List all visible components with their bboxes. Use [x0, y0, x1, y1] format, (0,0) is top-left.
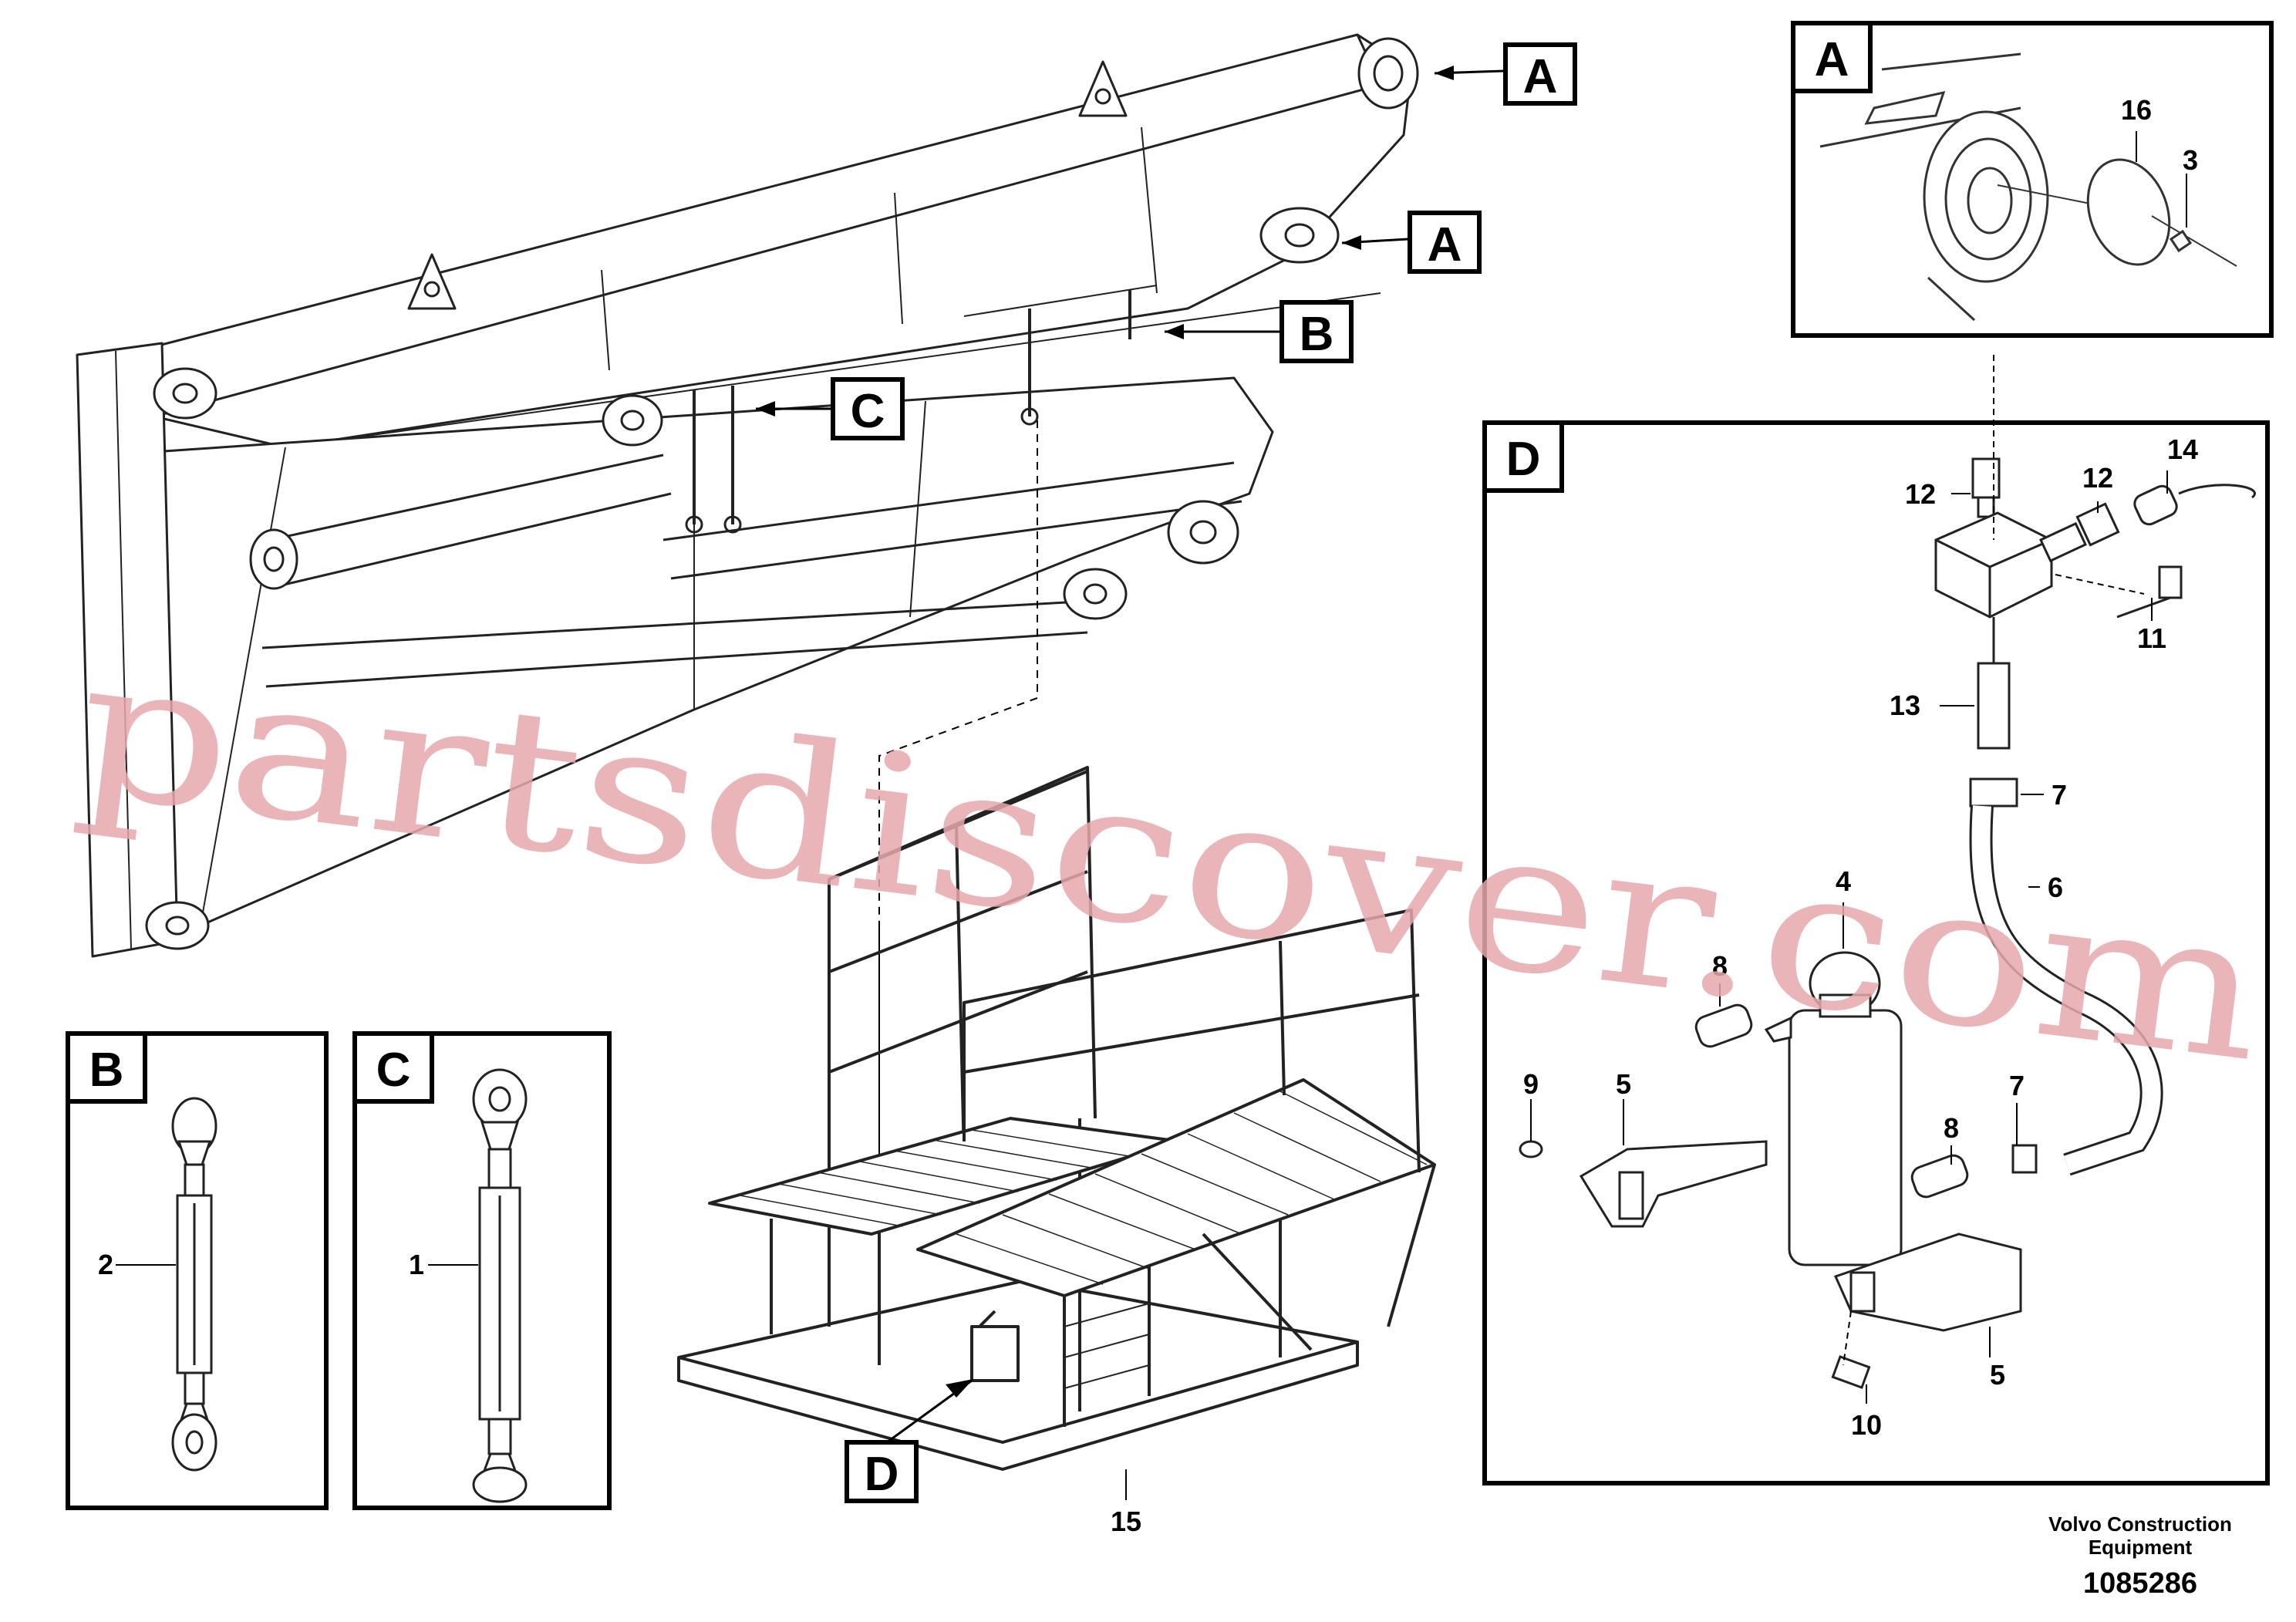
callout-b-letter: B [1300, 308, 1334, 361]
part-1-label: 1 [409, 1249, 424, 1280]
callout-d-letter: D [865, 1448, 899, 1501]
part-8-top-label: 8 [1712, 950, 1728, 982]
part-5-left-label: 5 [1616, 1068, 1631, 1100]
detail-a-letter: A [1815, 33, 1849, 86]
callout-c-letter: C [851, 385, 885, 438]
part-12-top-label: 12 [1905, 478, 1936, 510]
part-15-label: 15 [1111, 1506, 1141, 1537]
part-9-label: 9 [1523, 1068, 1539, 1100]
part-12-side-label: 12 [2082, 462, 2113, 494]
detail-b-panel: B 2 [66, 1031, 329, 1510]
part-10-label: 10 [1851, 1409, 1882, 1441]
part-14-label: 14 [2167, 433, 2198, 465]
part-2-label: 2 [98, 1249, 113, 1280]
callout-box-a-mid: A [1341, 211, 1482, 274]
part-13-label: 13 [1890, 690, 1920, 721]
callout-box-d: D [845, 1379, 973, 1503]
boom-assembly [76, 33, 1419, 958]
callout-box-b: B [1165, 300, 1354, 363]
detail-d-letter: D [1506, 433, 1541, 486]
part-16-label: 16 [2121, 94, 2152, 126]
part-11-label: 11 [2137, 622, 2166, 654]
part-4-label: 4 [1836, 865, 1851, 897]
detail-a-panel: A 16 3 [1791, 21, 2274, 338]
brand-line-2: Equipment [2089, 1536, 2193, 1559]
footer-branding: Volvo Construction Equipment 1085286 [2048, 1512, 2232, 1600]
part-5-right-label: 5 [1990, 1359, 2005, 1391]
part-7-lower-label: 7 [2009, 1070, 2025, 1101]
callout-a-mid-letter: A [1428, 218, 1462, 271]
callout-box-c: C [756, 377, 905, 440]
callout-box-a-top: A [1434, 42, 1577, 106]
brand-line-1: Volvo Construction [2048, 1512, 2232, 1536]
detail-c-panel: C 1 [352, 1031, 612, 1510]
part-15-callout: 15 [1111, 1469, 1141, 1537]
drawing-id: 1085286 [2083, 1567, 2197, 1600]
part-6-label: 6 [2048, 872, 2063, 903]
part-3-label: 3 [2183, 144, 2198, 176]
detail-b-letter: B [89, 1044, 124, 1097]
work-platform [677, 766, 1436, 1471]
part-7-top-label: 7 [2052, 779, 2067, 811]
part-8-lower-label: 8 [1944, 1112, 1959, 1144]
detail-d-panel: D [1482, 355, 2270, 1485]
callout-a-top-letter: A [1523, 50, 1558, 103]
detail-c-letter: C [376, 1044, 411, 1097]
